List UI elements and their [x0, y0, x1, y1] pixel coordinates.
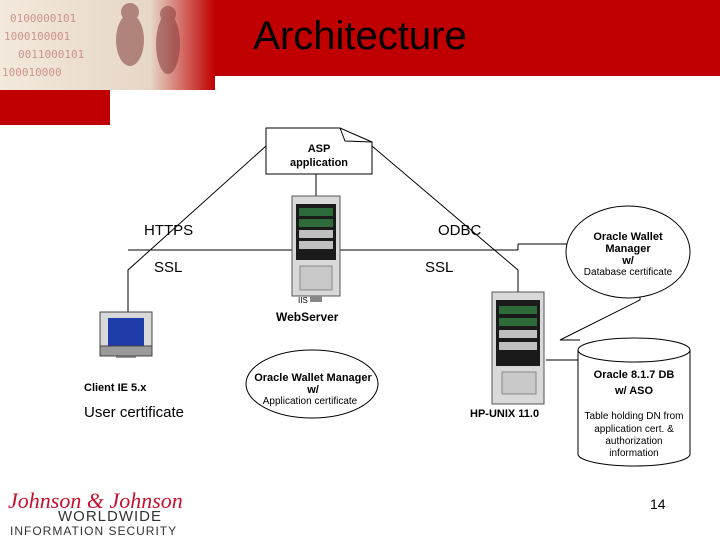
- header-photo-decoration: 0100000101 1000100001 0011000101 1000100…: [2, 12, 84, 79]
- client-computer-icon: [99, 311, 153, 358]
- wallet-app-line1: Oracle Wallet Manager: [254, 372, 372, 384]
- database-desc3: authorization: [605, 436, 663, 447]
- asp-label-line2: application: [289, 157, 349, 169]
- wallet-db-line4: Database certificate: [583, 267, 673, 278]
- database-desc1: Table holding DN from: [584, 411, 684, 422]
- wallet-app-ellipse: [245, 349, 379, 419]
- logo-subtitle-worldwide: WORLDWIDE: [58, 508, 162, 525]
- link-wallet-database: [559, 292, 641, 341]
- database-desc2: application cert. &: [594, 424, 674, 435]
- wallet-app-line3: Application certificate: [262, 396, 358, 407]
- svg-text:100010000: 100010000: [2, 66, 62, 79]
- db-server-label: HP-UNIX 11.0: [470, 408, 540, 420]
- page-number: 14: [650, 496, 666, 512]
- webserver-icon: [291, 195, 341, 302]
- link-asp-db: [371, 145, 519, 292]
- database-cylinder: [577, 337, 691, 467]
- wallet-db-line3: w/: [622, 255, 634, 267]
- wallet-db-line1: Oracle Wallet: [593, 231, 663, 243]
- database-desc4: information: [609, 448, 659, 459]
- asp-document-shape: [265, 127, 373, 175]
- wallet-db-ellipse: [565, 205, 691, 299]
- https-label: HTTPS: [144, 222, 194, 239]
- header-band: 0100000101 1000100001 0011000101 1000100…: [0, 0, 720, 125]
- slide-title: Architecture: [253, 14, 467, 58]
- svg-text:1000100001: 1000100001: [4, 30, 70, 43]
- database-title1: Oracle 8.1.7 DB: [593, 369, 675, 381]
- logo-subtitle-infosec: INFORMATION SECURITY: [10, 524, 178, 538]
- ssl-left-label: SSL: [154, 259, 183, 276]
- wallet-db-line2: Manager: [605, 243, 651, 255]
- asp-label-line1: ASP: [307, 143, 331, 155]
- webserver-tag: IIS: [298, 296, 308, 305]
- wallet-app-line2: w/: [307, 384, 319, 396]
- company-logo: Johnson & Johnson: [8, 488, 183, 513]
- svg-text:0011000101: 0011000101: [18, 48, 84, 61]
- webserver-label: WebServer: [276, 310, 339, 324]
- client-certificate: User certificate: [84, 404, 185, 421]
- client-name: Client IE 5.x: [84, 382, 147, 394]
- ssl-right-label: SSL: [425, 259, 454, 276]
- svg-text:0100000101: 0100000101: [10, 12, 76, 25]
- database-title2: w/ ASO: [614, 385, 654, 397]
- link-asp-client: [127, 145, 267, 312]
- odbc-label: ODBC: [438, 222, 482, 239]
- db-server-icon: [491, 291, 545, 405]
